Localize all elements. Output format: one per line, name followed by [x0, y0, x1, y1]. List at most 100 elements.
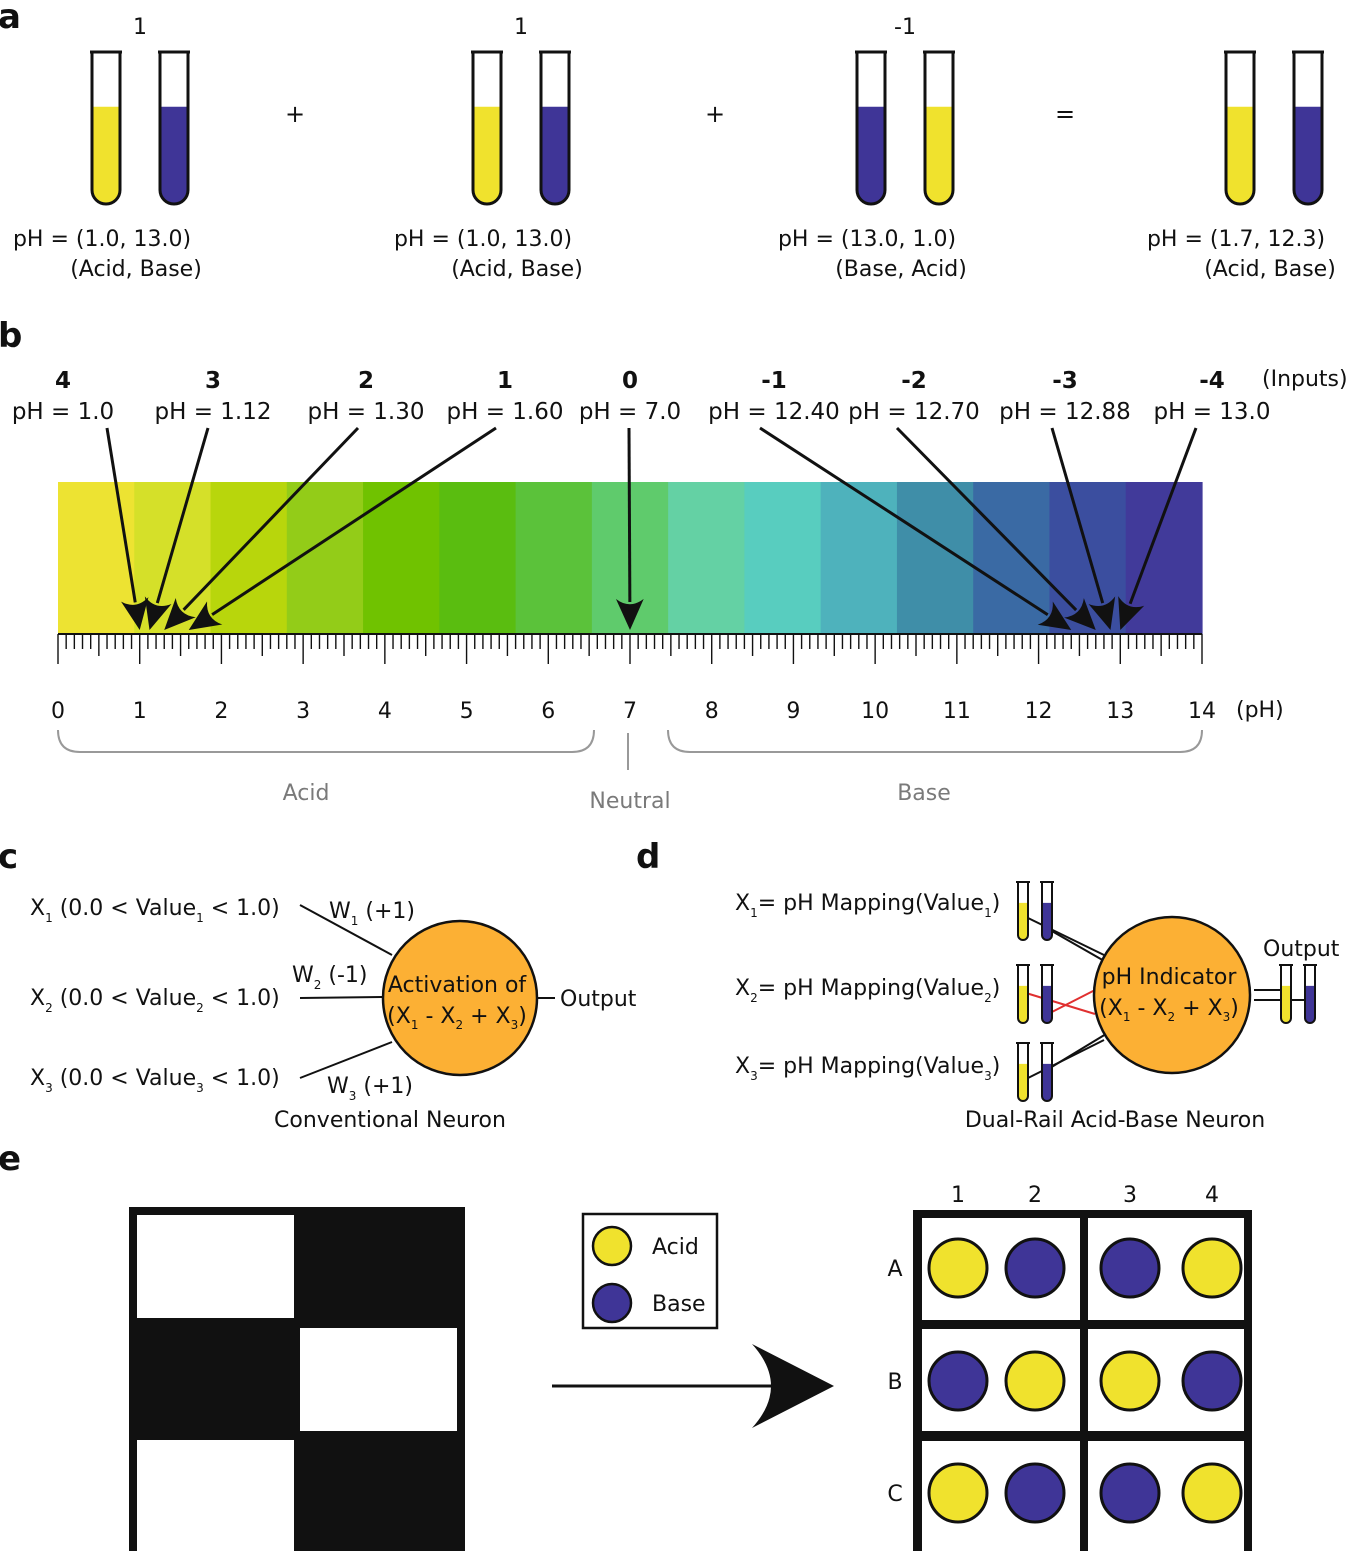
tube-liquid: [160, 106, 188, 204]
w-symbol: W: [329, 899, 351, 924]
arrow-shaft: [105, 427, 137, 603]
input-value: 2: [358, 368, 374, 394]
arrow-shaft: [155, 427, 210, 604]
column-label: 3: [1123, 1183, 1137, 1208]
arrow-head: [1088, 596, 1116, 630]
test-tube-base: [539, 50, 571, 206]
arrow-shaft: [1128, 427, 1198, 605]
tick-label: 0: [51, 699, 65, 724]
w-symbol: W: [292, 963, 314, 988]
tube-liquid: [1042, 1063, 1052, 1101]
mapping-text: = pH Mapping(Value: [758, 976, 984, 1001]
input-x2-label: X2 (0.0 < Value2 < 1.0): [30, 986, 280, 1015]
input-value: 1: [497, 368, 513, 394]
arrow-head: [1064, 598, 1096, 630]
base-brace: [667, 729, 1203, 753]
axis-unit-label: (pH): [1236, 698, 1284, 723]
panel-label-c: c: [0, 837, 18, 877]
input-arrow-1: 1pH = 1.60: [188, 368, 564, 630]
colorbar-segment: [439, 482, 517, 634]
ph-pair-label: pH = (1.7, 12.3): [1147, 227, 1325, 252]
input-ph-label: pH = 1.30: [308, 399, 425, 425]
mapping-close: ): [992, 976, 1001, 1001]
neuron-c-line1: Activation of: [388, 973, 528, 998]
input-value: 4: [55, 368, 71, 394]
tube-liquid: [541, 106, 569, 204]
tube-outline: [1041, 965, 1053, 1024]
tube-liquid: [857, 106, 885, 204]
weight-w1-label: W1 (+1): [329, 899, 415, 928]
x-symbol: X: [30, 986, 45, 1011]
input-value: -2: [901, 368, 927, 394]
conventional-neuron: [381, 919, 539, 1077]
tube-outline: [539, 52, 571, 206]
test-tube-acid: [471, 50, 503, 206]
ph-regions: Acid Neutral Base: [57, 729, 1203, 814]
input-arrow--2: -2 pH = 12.70: [848, 368, 1096, 630]
tube-outline: [1041, 882, 1053, 941]
operator-sign: =: [1055, 100, 1075, 128]
x-symbol: X: [30, 1066, 45, 1091]
x-subscript: 2: [45, 1001, 53, 1015]
legend-label-base: Base: [652, 1292, 706, 1317]
neuron-c-caption: Conventional Neuron: [274, 1108, 506, 1133]
input-arrow--4: -4pH = 13.0: [1118, 368, 1271, 630]
mapping-close: ): [992, 1054, 1001, 1079]
input-value: -1: [761, 368, 787, 394]
small-tube-base: [1040, 964, 1054, 1024]
value-subscript: 1: [196, 911, 204, 925]
x-symbol: X: [735, 976, 750, 1001]
tube-outline: [1017, 965, 1029, 1024]
input-value: -4: [1199, 368, 1225, 394]
mapping-x1-label: X1= pH Mapping(Value1): [735, 891, 1000, 920]
panel-label-e: e: [0, 1139, 21, 1179]
value-subscript: 3: [196, 1081, 204, 1095]
well-base: [1099, 1237, 1161, 1299]
value-subscript: 2: [984, 991, 992, 1005]
value-range-close: < 1.0): [204, 896, 280, 921]
acid-base-order-label: (Acid, Base): [451, 257, 583, 282]
tube-liquid: [1018, 985, 1028, 1023]
colorbar-segment: [58, 482, 135, 634]
tube-liquid: [1018, 1063, 1028, 1101]
arrow-head: [144, 596, 172, 630]
output-tube-acid: [1279, 964, 1293, 1024]
panel-a: a 1pH = (1.0, 13.0)(Acid, Base)1pH = (1.…: [0, 0, 1336, 282]
arrow-shaft: [211, 426, 497, 616]
tick-label: 4: [378, 699, 392, 724]
mapping-x2-label: X2= pH Mapping(Value2): [735, 976, 1000, 1005]
tick-label: 1: [133, 699, 147, 724]
test-tube-base: [158, 50, 190, 206]
weight-label: 1: [133, 15, 147, 40]
input-arrow--1: -1pH = 12.40: [708, 368, 1072, 630]
weight-w3-label: W3 (+1): [327, 1074, 413, 1103]
arrow-head: [121, 597, 149, 630]
acid-base-order-label: (Acid, Base): [1204, 257, 1336, 282]
small-tube-acid: [1016, 1042, 1030, 1102]
edge-x2: [299, 996, 385, 999]
x-subscript: 3: [45, 1081, 53, 1095]
colorbar-segment: [744, 482, 822, 634]
well-base: [1004, 1237, 1066, 1299]
neuron-d-formula: (X1 - X2 + X3): [1099, 996, 1239, 1024]
edge-x3: [299, 1041, 393, 1079]
operator-sign: +: [705, 100, 725, 128]
value-range-open: (0.0 < Value: [53, 986, 196, 1011]
big-arrow: [552, 1344, 834, 1428]
tick-label: 8: [705, 699, 719, 724]
tick-label: 10: [861, 699, 889, 724]
mapping-text: = pH Mapping(Value: [758, 891, 984, 916]
column-label: 1: [951, 1183, 965, 1208]
value-subscript: 1: [984, 906, 992, 920]
well-base: [927, 1350, 989, 1412]
colorbar-segment: [1049, 482, 1127, 634]
input-ph-label: pH = 12.70: [848, 399, 980, 425]
colorbar-segment: [973, 482, 1051, 634]
well-base: [1181, 1350, 1243, 1412]
weight-w2-label: W2 (-1): [292, 963, 368, 992]
legend-swatch-acid: [591, 1225, 633, 1267]
input-ph-label: pH = 1.0: [12, 399, 114, 425]
